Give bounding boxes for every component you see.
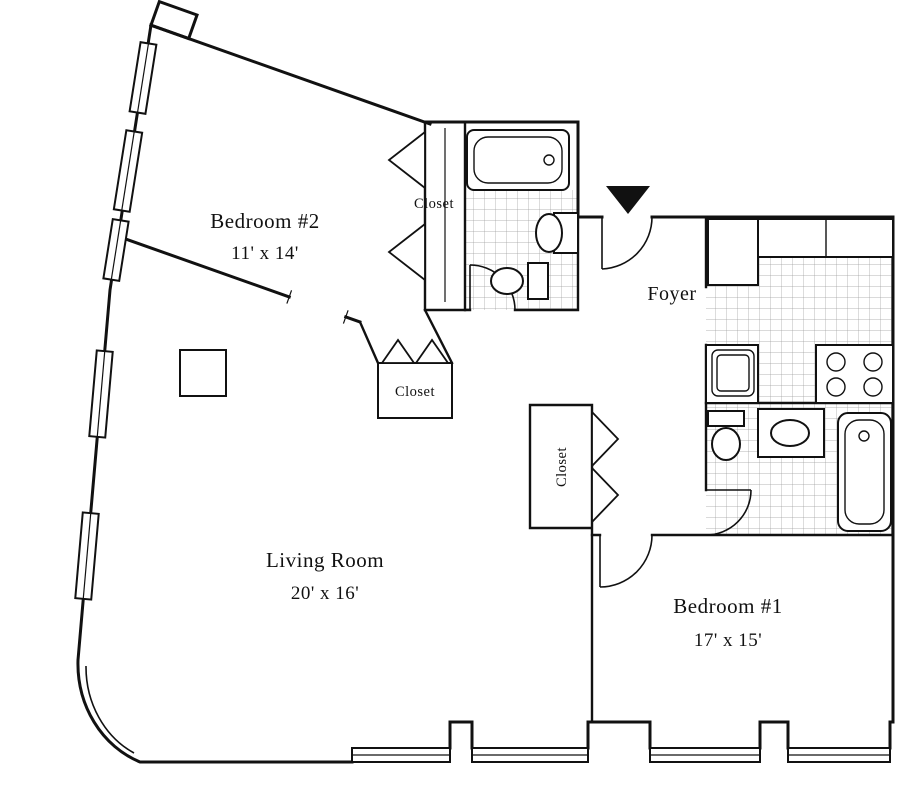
hall-closet-walls	[528, 403, 594, 724]
kitchen-sink	[711, 349, 755, 397]
entry-arrow-icon	[606, 186, 650, 214]
bathtub-drain	[543, 154, 555, 166]
exterior-wall-left	[76, 23, 354, 764]
living-room-dims: 20' x 16'	[291, 583, 359, 604]
bedroom2-closet-label: Closet	[395, 384, 435, 400]
window	[74, 511, 100, 601]
window	[128, 41, 158, 115]
sink	[535, 213, 563, 253]
kitchen-fixtures	[705, 218, 894, 404]
refrigerator	[707, 218, 759, 286]
stove-burner	[826, 352, 846, 372]
window	[787, 747, 891, 763]
bathtub-inner	[473, 136, 563, 184]
bedroom2-bottom-wall	[117, 234, 362, 324]
toilet	[490, 267, 524, 295]
stove-burner	[863, 352, 883, 372]
bifold-door	[591, 465, 620, 525]
window	[649, 747, 761, 763]
window	[102, 217, 130, 283]
bathtub	[466, 129, 570, 191]
bifold-doors	[380, 130, 620, 525]
foyer-label: Foyer	[647, 283, 696, 305]
stove	[815, 344, 894, 404]
bifold-door	[387, 130, 426, 190]
angled-wing	[117, 0, 432, 324]
bathtub-inner	[844, 419, 885, 525]
bathtub-drain	[858, 430, 870, 442]
hall-closet-label: Closet	[554, 447, 570, 487]
bifold-door	[387, 222, 426, 282]
bedroom2-top-wall	[149, 23, 432, 126]
toilet-tank	[527, 262, 549, 300]
bifold-door	[380, 338, 416, 364]
bathroom2-fixtures	[707, 408, 892, 532]
kitchen-sink-basin	[716, 354, 750, 392]
bifold-door	[414, 338, 450, 364]
stove-burner	[863, 377, 883, 397]
bathroom2-door-swing	[705, 489, 752, 536]
bathroom2-walls	[590, 401, 895, 537]
curved-window	[85, 665, 135, 754]
toilet	[711, 427, 741, 461]
window	[471, 747, 589, 763]
wardrobe-closet-label: Closet	[414, 196, 454, 212]
bedroom1-label: Bedroom #1	[673, 594, 782, 618]
bedroom1-dims: 17' x 15'	[694, 630, 762, 651]
room-labels: Bedroom #2 11' x 14' Living Room 20' x 1…	[210, 196, 782, 651]
living-room-label: Living Room	[266, 548, 384, 572]
left-windows	[74, 41, 158, 601]
bedroom2-door-jambs	[286, 290, 349, 324]
window	[88, 349, 114, 439]
stove-burner	[826, 377, 846, 397]
window	[112, 129, 144, 213]
bathtub	[837, 412, 892, 532]
bedroom1-door-swing	[599, 534, 653, 588]
bedroom2-floor	[119, 25, 430, 322]
window	[351, 747, 451, 763]
exterior-wall-bottom-piers	[448, 720, 790, 750]
sink	[770, 419, 810, 447]
toilet-tank	[707, 410, 745, 427]
bathroom1-fixtures	[466, 129, 579, 300]
entry-door-swing	[601, 216, 653, 270]
exterior-walls	[76, 23, 895, 764]
bottom-windows	[351, 747, 891, 763]
bedroom2-dims: 11' x 14'	[231, 243, 299, 264]
bedroom2-label: Bedroom #2	[210, 209, 319, 233]
bedroom2-corner-walls	[358, 308, 454, 365]
exterior-wall-top-right	[423, 120, 895, 750]
bifold-door	[591, 409, 620, 469]
column	[179, 349, 227, 397]
